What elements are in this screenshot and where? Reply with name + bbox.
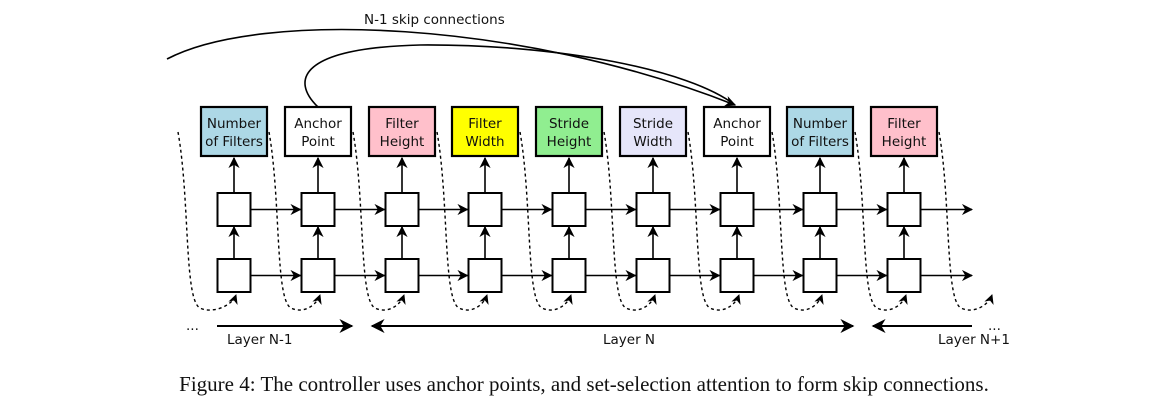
output-box-label-line2: of Filters xyxy=(205,134,263,150)
figure-caption: Figure 4: The controller uses anchor poi… xyxy=(179,372,989,396)
layer-n+1-label: Layer N+1 xyxy=(938,332,1010,348)
output-box-label-line1: Stride xyxy=(633,116,673,132)
lstm-cell-top xyxy=(300,192,336,227)
skip-connections-label: N-1 skip connections xyxy=(364,12,505,28)
lstm-cell-top xyxy=(719,192,755,227)
lstm-cell-bottom xyxy=(886,258,922,293)
output-box-label-line1: Number xyxy=(207,116,262,132)
feedback-dotted-curve xyxy=(177,131,238,311)
ellipsis-right: ... xyxy=(988,318,1001,334)
output-box-label-line2: Point xyxy=(720,134,754,150)
feedback-dotted-curve xyxy=(771,131,824,311)
lstm-cell-top xyxy=(635,192,671,227)
output-box-label-line2: Point xyxy=(301,134,335,150)
layer-n-1-label: Layer N-1 xyxy=(227,332,293,348)
output-box-label-line2: Height xyxy=(882,134,927,150)
ellipsis-left: ... xyxy=(186,318,199,334)
output-box-label-line1: Anchor xyxy=(713,116,761,132)
output-box-rect xyxy=(367,105,437,158)
feedback-dotted-curve xyxy=(519,131,573,311)
lstm-cell-top xyxy=(384,192,420,227)
feedback-dotted-curve xyxy=(352,131,406,311)
lstm-cell-top xyxy=(802,192,838,227)
skip-connection-curve-outer xyxy=(166,28,737,107)
output-box-label-line2: Height xyxy=(380,134,425,150)
feedback-dotted-curve xyxy=(938,131,994,311)
feedback-dotted-curve xyxy=(268,131,322,311)
output-box-rect xyxy=(199,105,269,158)
output-box: Number of Filters xyxy=(785,105,855,158)
output-box-rect xyxy=(534,105,604,158)
lstm-cell-bottom xyxy=(802,258,838,293)
output-box-label-line2: of Filters xyxy=(791,134,849,150)
lstm-cell-bottom xyxy=(216,258,252,293)
controller-diagram: N-1 skip connections Number of Filters Anc… xyxy=(166,12,1010,348)
output-box-label-line2: Width xyxy=(633,134,672,150)
output-box-rect xyxy=(450,105,520,158)
lstm-cell-top xyxy=(886,192,922,227)
lstm-cell-bottom xyxy=(384,258,420,293)
output-box-rect xyxy=(785,105,855,158)
lstm-cell-top xyxy=(216,192,252,227)
output-box-rect xyxy=(283,105,353,158)
output-box-label-line1: Stride xyxy=(549,116,589,132)
lstm-cell-bottom xyxy=(551,258,587,293)
lstm-cell-bottom xyxy=(300,258,336,293)
output-box-label-line1: Number xyxy=(793,116,848,132)
output-box-rect xyxy=(869,105,939,158)
output-box-label-line1: Filter xyxy=(385,116,419,132)
lstm-cell-bottom xyxy=(719,258,755,293)
output-box-label-line1: Filter xyxy=(468,116,502,132)
lstm-cell-top xyxy=(467,192,503,227)
output-box-label-line1: Anchor xyxy=(294,116,342,132)
feedback-dotted-curve xyxy=(854,131,908,311)
lstm-cell-bottom xyxy=(635,258,671,293)
output-box-label-line2: Width xyxy=(465,134,504,150)
lstm-cell-top xyxy=(551,192,587,227)
output-box: Number of Filters xyxy=(199,105,269,158)
output-box-label-line1: Filter xyxy=(887,116,921,132)
output-box-rect xyxy=(702,105,772,158)
output-box-rect xyxy=(618,105,688,158)
feedback-dotted-curve xyxy=(687,131,741,311)
feedback-dotted-curve xyxy=(436,131,489,311)
output-box-label-line2: Height xyxy=(547,134,592,150)
lstm-cell-bottom xyxy=(467,258,503,293)
skip-connection-curve-inner xyxy=(304,44,736,108)
layer-n-label: Layer N xyxy=(603,332,655,348)
feedback-dotted-curve xyxy=(603,131,657,311)
